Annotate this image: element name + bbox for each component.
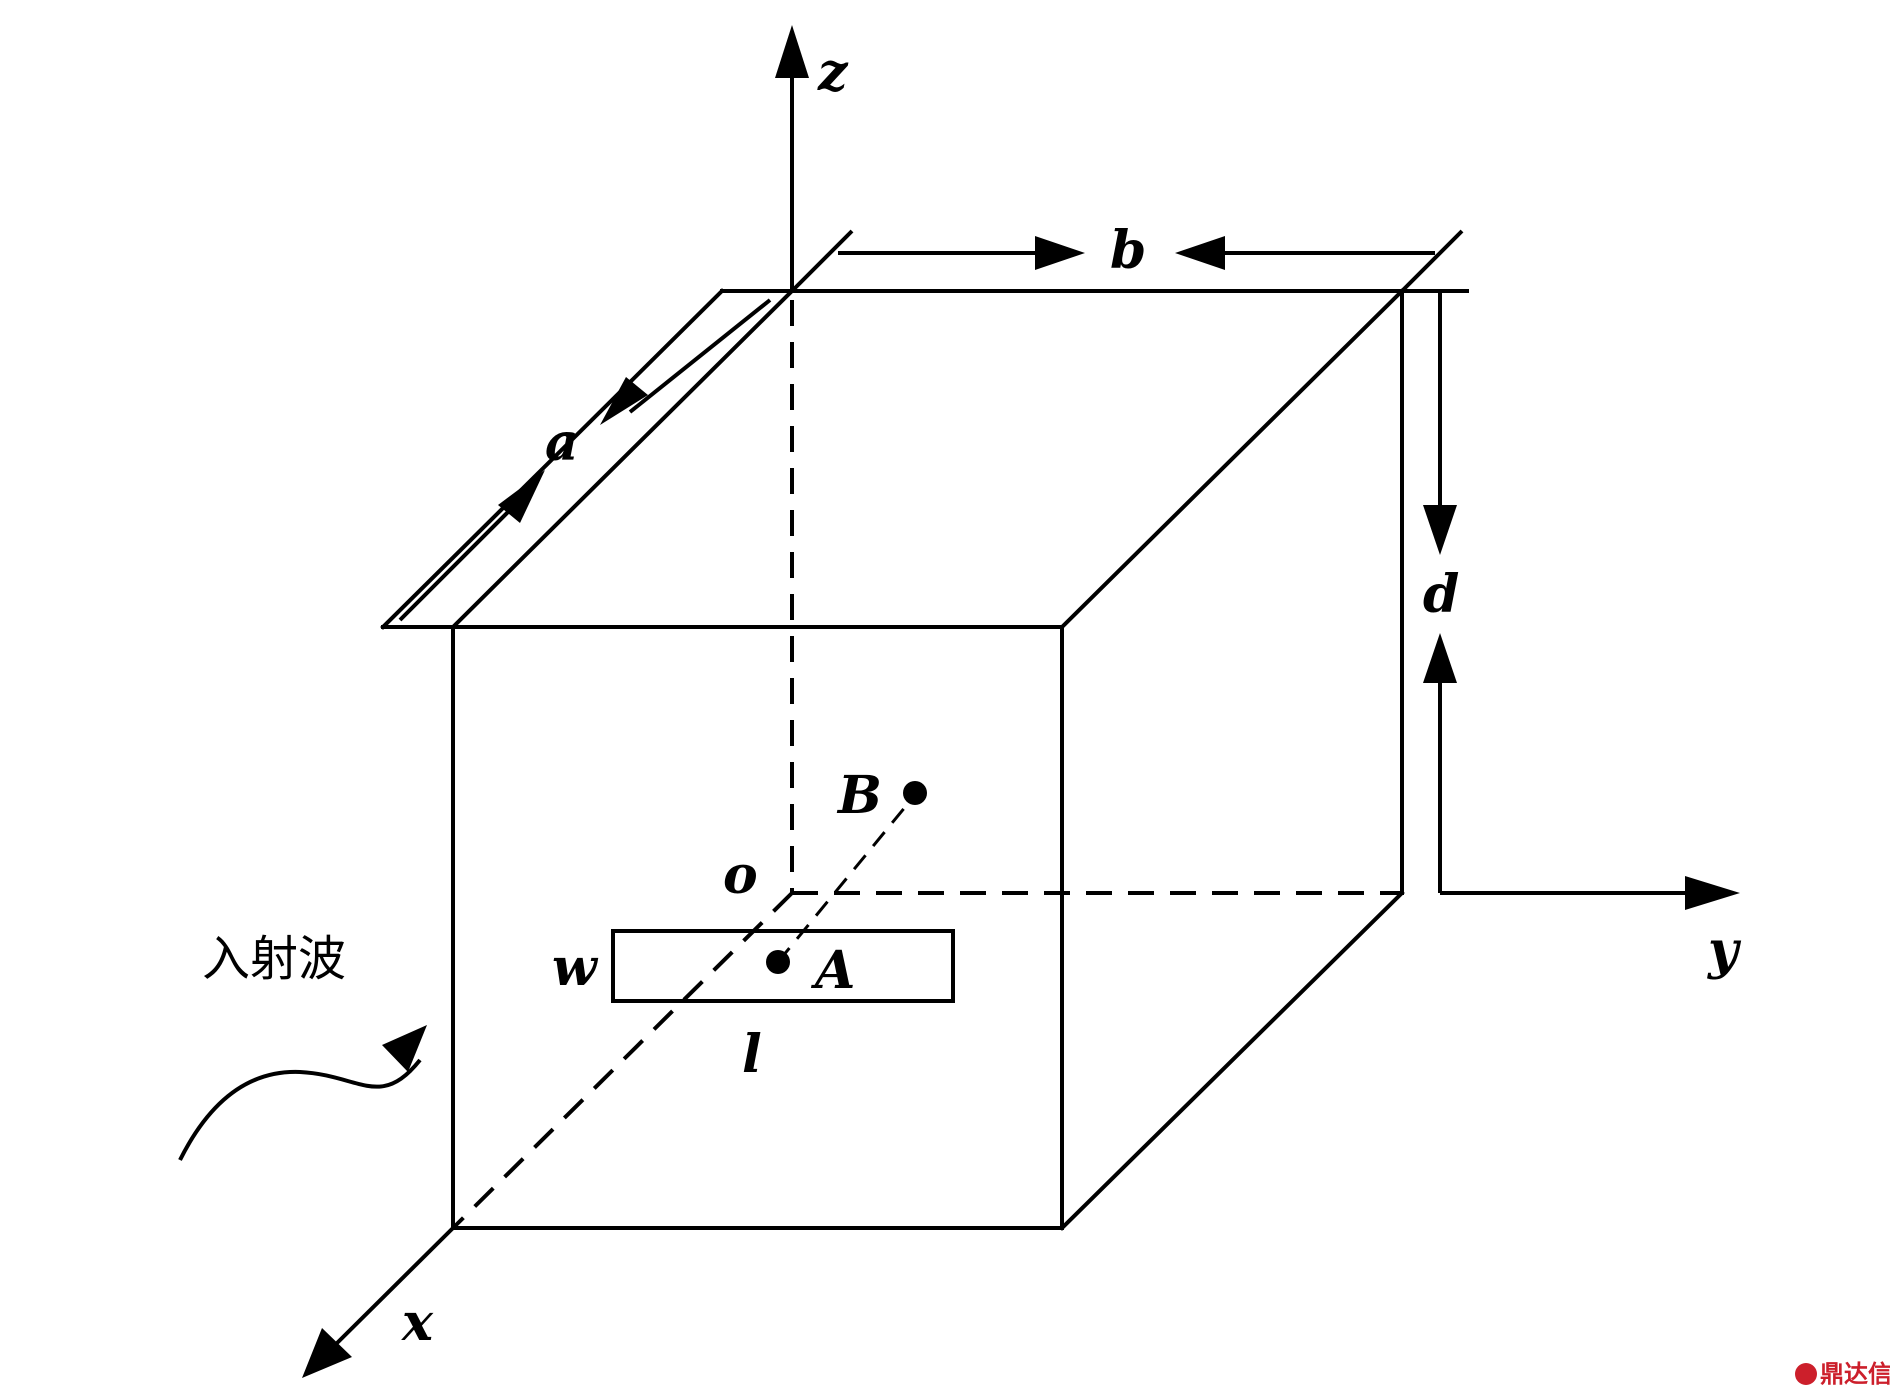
point-A-dot [766, 950, 790, 974]
line-A-to-B [776, 794, 917, 963]
y-axis-arrow-icon [1685, 876, 1740, 910]
watermark-circle-icon [1795, 1363, 1817, 1385]
dim-b-arrow-right-icon [1035, 236, 1085, 270]
dim-d-arrow-up-icon [1423, 633, 1457, 683]
point-A-label: A [810, 940, 855, 1001]
dim-b-label: b [1110, 220, 1146, 281]
incident-wave-label: 入射波 [202, 931, 346, 987]
axis-x-label: x [401, 1292, 434, 1353]
box-top-right-edge [1059, 288, 1405, 630]
dim-b-left-tick [790, 229, 854, 293]
x-axis-arrow-icon [302, 1328, 352, 1378]
dim-b-arrow-left-icon [1175, 236, 1225, 270]
x-axis [328, 1226, 455, 1352]
dim-d-arrow-down-icon [1423, 505, 1457, 555]
dim-b-right-tick [1400, 229, 1464, 293]
point-B-dot [903, 781, 927, 805]
axis-z-label: z [817, 42, 849, 103]
box-top-left-edge [380, 288, 725, 630]
dim-d-label: d [1423, 564, 1459, 625]
axis-y-label: y [1707, 920, 1742, 981]
dim-a-arrow-down-icon [600, 377, 648, 425]
origin-label: o [723, 845, 758, 906]
incident-wave-curve [178, 1058, 422, 1161]
box-bottom-right-edge [1059, 890, 1405, 1231]
dim-a-line-top [628, 298, 772, 414]
dim-a-guide-line [450, 288, 795, 630]
hidden-x-axis [451, 891, 794, 1230]
slot-rectangle [611, 929, 955, 1003]
watermark-text: 鼎达信 [1820, 1360, 1890, 1388]
point-B-label: B [836, 765, 882, 826]
incident-wave-arrow-icon [382, 1025, 427, 1072]
watermark-logo: 鼎达信 [1795, 1360, 1890, 1388]
slot-l-label: l [742, 1024, 762, 1085]
slot-w-label: w [552, 937, 599, 998]
dim-a-arrow-up-icon [498, 470, 545, 523]
z-axis-arrow-icon [775, 25, 809, 78]
dim-a-label: a [545, 412, 579, 473]
